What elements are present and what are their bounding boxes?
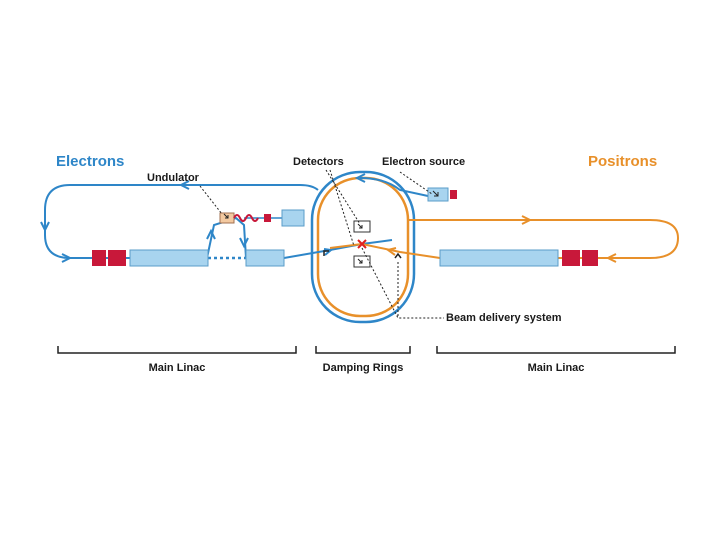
positron-capture-linac (281, 209, 305, 227)
undulator-leader (199, 185, 223, 215)
detectors-label: Detectors (293, 156, 344, 168)
bracket-damping-rings (315, 346, 411, 354)
bds-leader (361, 247, 444, 319)
klystron-right-2 (582, 250, 598, 266)
electron-source-gun (450, 190, 457, 199)
collision-point-icon (357, 239, 367, 249)
linac-left-main (129, 249, 209, 267)
detectors-leader (325, 169, 361, 225)
klystron-right-1 (562, 250, 580, 266)
electron-damping-ring (310, 170, 416, 324)
undulator-label: Undulator (147, 172, 199, 184)
arrow-ring-top (354, 173, 366, 183)
arrow-chicane-up (206, 228, 216, 240)
positron-beam-to-ip (361, 243, 441, 259)
klystron-left-2 (108, 250, 126, 266)
undulator-magnet (264, 214, 271, 222)
beam-delivery-label: Beam delivery system (446, 312, 562, 324)
bracket-left-linac (57, 346, 297, 354)
section-damping-rings-label: Damping Rings (322, 362, 404, 374)
linac-right-main (439, 249, 559, 267)
linac-left-end (245, 249, 285, 267)
arrow-positron-top (521, 215, 533, 225)
arrow-positron-to-ip (385, 247, 397, 256)
positrons-label: Positrons (588, 153, 658, 170)
detectors-leader-2 (329, 169, 355, 247)
electron-source-arrow-icon (432, 190, 439, 197)
arrow-top-left (178, 180, 190, 190)
detector-upper-icon (357, 223, 363, 229)
electron-source-label: Electron source (382, 156, 466, 168)
arrow-to-ip (323, 248, 334, 256)
arrow-positron-bottom (605, 253, 617, 263)
section-right-linac-label: Main Linac (527, 362, 585, 374)
ip-orange-tail (329, 243, 363, 249)
bracket-right-linac (436, 346, 676, 354)
arrow-left-loop-down (40, 221, 50, 233)
undulator-arrow-icon (223, 213, 229, 219)
bds-marker-left-icon (323, 250, 329, 256)
ip-blue-tail (361, 239, 393, 245)
arrow-chicane-down (239, 237, 249, 249)
electron-return-loop (44, 184, 319, 259)
section-left-linac-label: Main Linac (148, 362, 206, 374)
electron-source-leader (399, 171, 433, 195)
arrow-beam-right-1 (61, 253, 73, 263)
undulator-wave (233, 214, 259, 222)
undulator-chicane (206, 216, 247, 259)
electrons-label: Electrons (56, 153, 125, 170)
electron-source-line (359, 177, 429, 197)
detector-lower-icon (357, 258, 363, 264)
bds-marker-right-icon (394, 252, 402, 259)
positron-return-loop (408, 219, 680, 259)
klystron-left-1 (92, 250, 106, 266)
